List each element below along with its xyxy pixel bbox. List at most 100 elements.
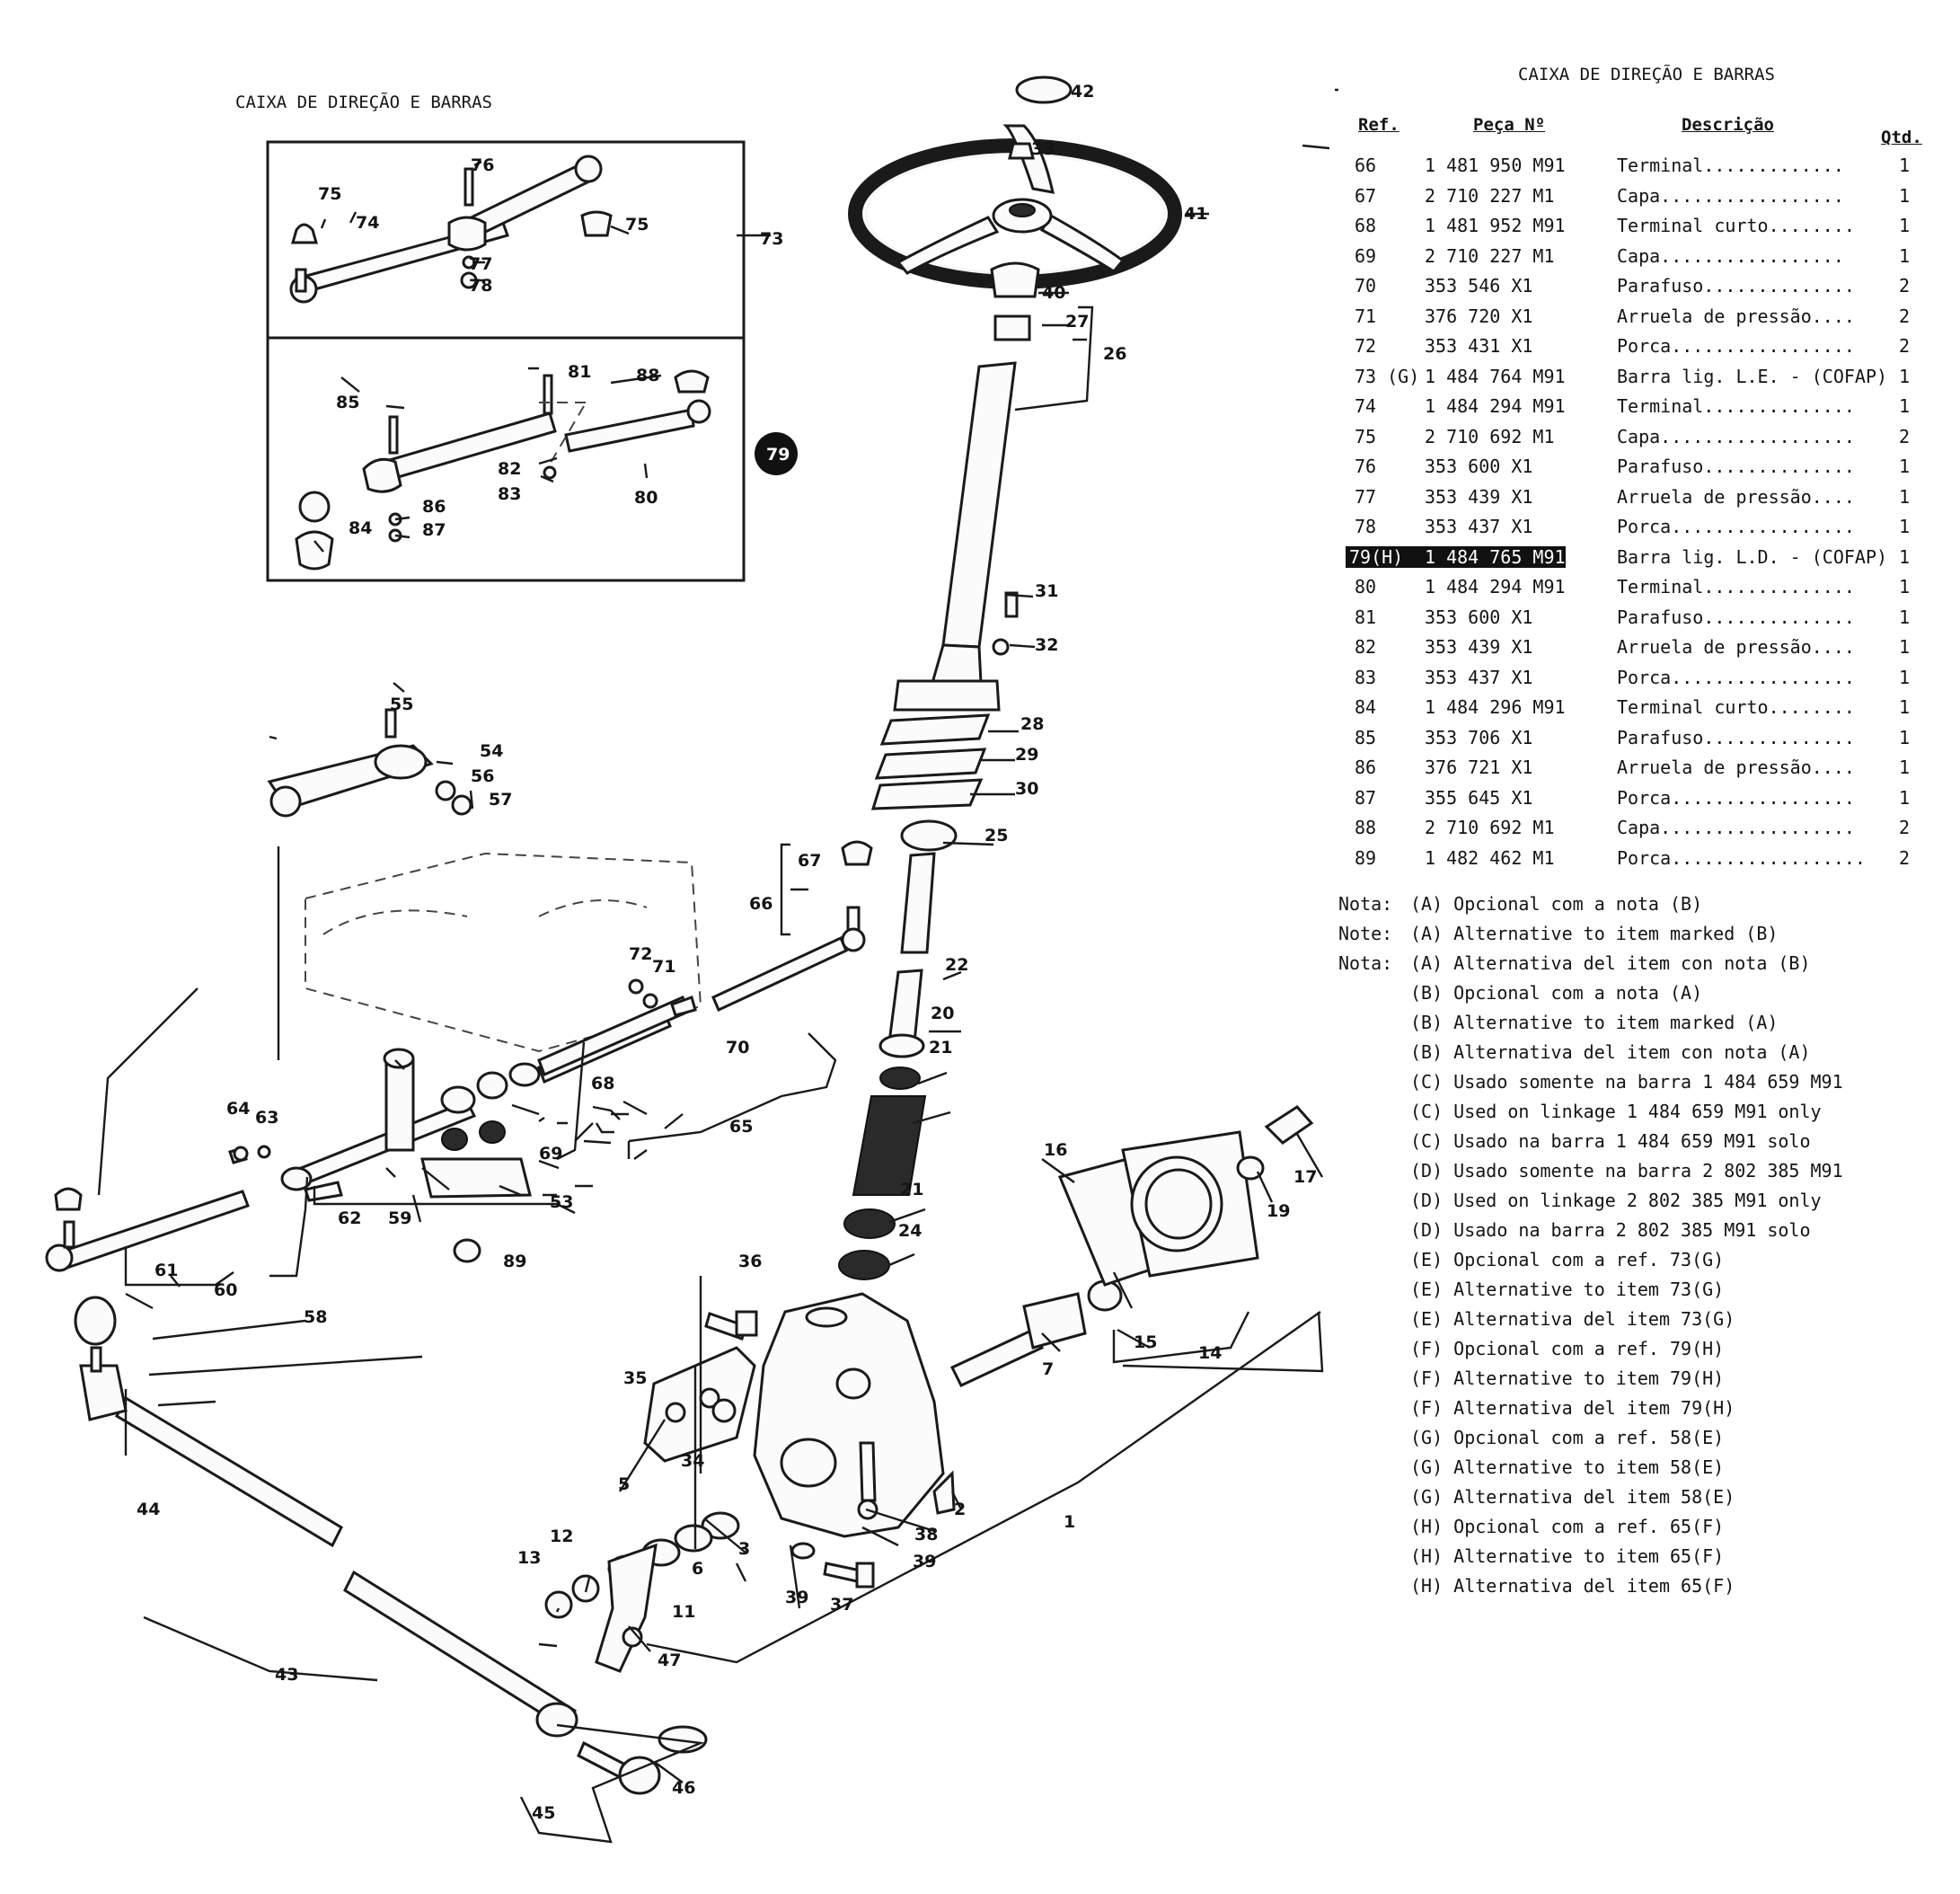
ref-79-badge [755, 432, 798, 475]
callout: 88 [636, 366, 659, 385]
callout: 77 [469, 254, 492, 274]
callout: 17 [1293, 1167, 1317, 1187]
cell-desc: Porca................. [1617, 666, 1855, 688]
note-text: (F) Opcional com a ref. 79(H) [1410, 1338, 1725, 1359]
tie-rod-assembly [45, 708, 873, 1272]
sector-shaft [949, 1105, 1314, 1387]
cell-part: 1 481 950 M91 [1425, 155, 1566, 176]
note-text: (F) Alternative to item 79(H) [1410, 1367, 1725, 1389]
note-text: (A) Alternativa del item con nota (B) [1410, 952, 1811, 974]
cell-ref: 67 [1355, 184, 1377, 207]
cell-desc: Barra lig. L.E. - (COFAP) [1617, 365, 1888, 387]
cell-part: 2 710 227 M1 [1425, 184, 1555, 207]
linkage-73-assembly [289, 155, 613, 304]
note-text: (E) Alternative to item 73(G) [1410, 1279, 1725, 1300]
diagram-title: CAIXA DE DIREÇÃO E BARRAS [235, 92, 492, 112]
cell-ref: 76 [1355, 456, 1377, 477]
cell-ref: 73 (G) [1355, 365, 1420, 387]
callout: 69 [539, 1144, 562, 1164]
cell-desc: Parafuso.............. [1617, 275, 1855, 296]
cell-part: 1 484 294 M91 [1425, 395, 1566, 417]
callout: 30 [1015, 779, 1038, 799]
cell-part: 1 484 296 M91 [1425, 696, 1566, 718]
cell-ref: 80 [1355, 576, 1377, 597]
note-text: (D) Usado somente na barra 2 802 385 M91 [1410, 1160, 1843, 1182]
callout: 71 [652, 957, 675, 977]
note-text: (D) Used on linkage 2 802 385 M91 only [1410, 1190, 1822, 1211]
header-part: Peça Nº [1473, 115, 1546, 135]
cell-qty: 2 [1899, 275, 1911, 296]
callout: 87 [422, 520, 446, 540]
cell-qty: 1 [1899, 757, 1911, 778]
cell-part: 1 481 952 M91 [1425, 215, 1566, 236]
cell-desc: Arruela de pressão.... [1617, 636, 1855, 658]
callout: 34 [681, 1451, 704, 1471]
cell-ref: 72 [1355, 335, 1377, 357]
callout: 76 [471, 155, 494, 175]
callout: 1 [1064, 1512, 1075, 1532]
callout: 67 [798, 851, 821, 871]
callout: 47 [658, 1651, 681, 1670]
cell-part: 1 484 294 M91 [1425, 576, 1566, 597]
callout: 43 [275, 1665, 298, 1685]
header-qty: Qtd. [1881, 128, 1922, 147]
callout: 46 [672, 1778, 695, 1798]
callout: 40 [1042, 283, 1065, 303]
cell-ref: 77 [1355, 485, 1377, 508]
cell-ref: 81 [1355, 606, 1377, 628]
cell-qty: 2 [1899, 425, 1911, 447]
callout: 85 [336, 393, 359, 412]
cell-part: 353 600 X1 [1425, 606, 1533, 628]
callout: 41 [1184, 204, 1207, 224]
linkage-79-assembly [295, 369, 711, 571]
callout: 80 [634, 488, 658, 508]
cell-part: 353 437 X1 [1425, 516, 1533, 537]
header-ref: Ref. [1358, 115, 1399, 135]
header-desc: Descrição [1682, 115, 1774, 135]
cell-part: 2 710 227 M1 [1425, 244, 1555, 267]
cell-desc: Arruela de pressão.... [1617, 485, 1855, 508]
cell-desc: Parafuso.............. [1617, 606, 1855, 628]
callout: 83 [498, 484, 521, 504]
cell-part: 353 439 X1 [1425, 636, 1533, 658]
callout: 25 [984, 826, 1008, 845]
cell-ref: 82 [1355, 636, 1377, 658]
callout: 35 [623, 1368, 647, 1388]
callout: 12 [550, 1527, 573, 1546]
cell-qty: 1 [1899, 215, 1911, 236]
note-text: (B) Alternativa del item con nota (A) [1410, 1041, 1811, 1063]
callout: 6 [692, 1559, 703, 1579]
cell-ref: 70 [1355, 275, 1377, 296]
callout: 62 [338, 1208, 361, 1228]
callout: 5 [618, 1474, 630, 1494]
cell-desc: Parafuso.............. [1617, 456, 1855, 477]
cell-part: 2 710 692 M1 [1425, 817, 1555, 838]
note-label: Note: [1338, 923, 1393, 944]
cell-part: 376 721 X1 [1425, 757, 1533, 778]
cell-desc: Capa................. [1617, 184, 1844, 207]
cell-ref: 84 [1355, 696, 1377, 718]
cell-qty: 1 [1899, 666, 1911, 688]
callout: 68 [591, 1074, 614, 1093]
cell-ref: 71 [1355, 305, 1377, 327]
callout: 58 [304, 1307, 327, 1327]
callout: 65 [729, 1117, 753, 1137]
cell-ref: 86 [1355, 757, 1377, 778]
callout: 33 [1031, 139, 1055, 159]
parts-list: CAIXA DE DIREÇÃO E BARRAS Ref. Peça Nº D… [1338, 0, 1960, 1894]
cell-desc: Barra lig. L.D. - (COFAP) [1617, 545, 1888, 568]
cell-ref: 74 [1355, 395, 1377, 417]
note-text: (B) Opcional com a nota (A) [1410, 982, 1703, 1004]
callout: 60 [214, 1280, 237, 1300]
callout: 61 [155, 1261, 178, 1280]
